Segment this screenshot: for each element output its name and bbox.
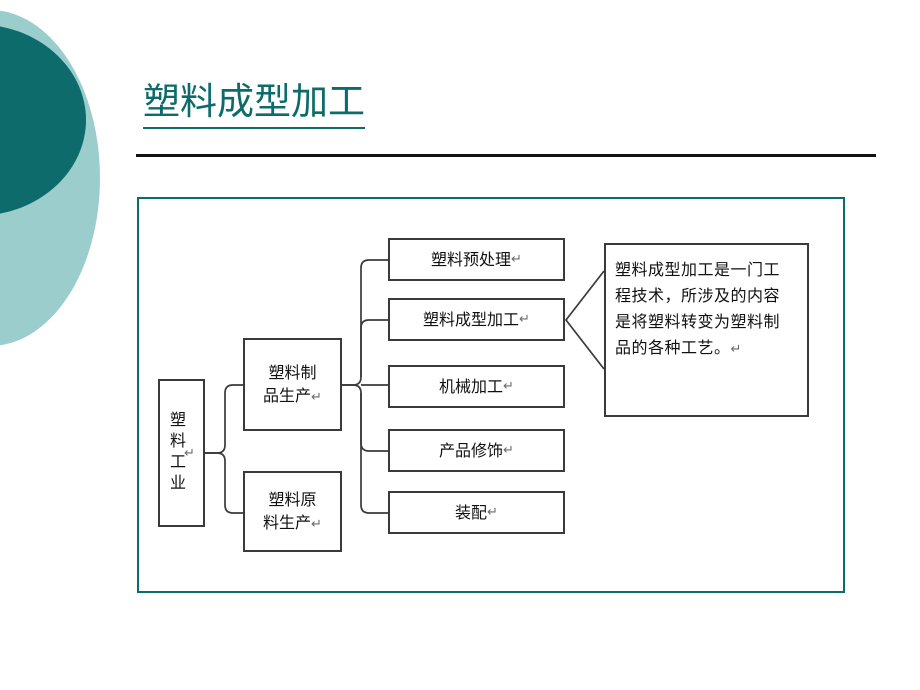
diagram-node-plastic-products[interactable]: 塑料制 品生产↵ [243, 338, 342, 431]
diagram-node-machining[interactable]: 机械加工↵ [388, 365, 565, 408]
pilcrow-mark: ↵ [503, 379, 514, 394]
diagram-callout-text-block: 塑料成型加工是一门工程技术，所涉及的内容是将塑料转变为塑料制品的各种工艺。↵ [606, 251, 804, 363]
pilcrow-mark: ↵ [519, 312, 530, 327]
diagram-node-raw-materials[interactable]: 塑料原 料生产↵ [243, 471, 342, 552]
page-title: 塑料成型加工 [143, 78, 365, 129]
diagram-node-machining-label: 机械加工 [439, 377, 504, 396]
diagram-callout-text: 塑料成型加工是一门工程技术，所涉及的内容是将塑料转变为塑料制品的各种工艺。 [615, 260, 781, 357]
pilcrow-mark: ↵ [511, 252, 522, 267]
diagram-callout-box[interactable] [604, 243, 809, 417]
connector-root-to-materials [205, 452, 243, 514]
callout-pointer [564, 270, 605, 370]
label-line-2: 料生产 [263, 512, 312, 532]
diagram-node-finishing[interactable]: 产品修饰↵ [388, 429, 565, 472]
pilcrow-mark: ↵ [311, 389, 322, 405]
connector-products-to-assembly [342, 384, 388, 514]
light-teal-ellipse [0, 10, 100, 346]
label-line-2: 品生产 [263, 385, 312, 405]
diagram-node-raw-materials-label: 塑料原 料生产↵ [263, 488, 322, 536]
connector-products-to-finishing [360, 393, 388, 452]
connector-root-to-products [205, 384, 243, 454]
diagram-node-assembly[interactable]: 装配↵ [388, 491, 565, 534]
diagram-node-finishing-label: 产品修饰 [439, 441, 504, 460]
label-line-1: 塑料原 [268, 489, 317, 509]
diagram-node-root-label: 塑料工业 [167, 411, 187, 495]
diagram-connectors [205, 259, 616, 514]
connector-products-to-molding [360, 319, 388, 377]
dark-teal-ellipse [0, 26, 86, 214]
diagram-node-molding-label: 塑料成型加工 [423, 310, 520, 329]
connector-products-to-pretreat [342, 259, 388, 386]
title-divider [136, 154, 876, 157]
diagram-node-molding[interactable]: 塑料成型加工↵ [388, 298, 565, 341]
diagram-node-root[interactable]: 塑料工业↵ [158, 379, 205, 527]
diagram-node-pretreatment[interactable]: 塑料预处理↵ [388, 238, 565, 281]
pilcrow-mark: ↵ [311, 516, 322, 532]
pilcrow-mark: ↵ [503, 443, 514, 458]
pilcrow-mark: ↵ [184, 445, 195, 461]
diagram-node-assembly-label: 装配 [455, 503, 488, 522]
page-title-block: 塑料成型加工 [143, 78, 883, 129]
pilcrow-mark: ↵ [730, 342, 742, 357]
diagram-node-plastic-products-label: 塑料制 品生产↵ [263, 361, 322, 409]
diagram-node-pretreatment-label: 塑料预处理 [431, 250, 512, 269]
diagram-frame: 塑料工业↵ 塑料制 品生产↵ 塑料原 料生产↵ 塑料预处理↵ 塑料成型加工↵ 机… [137, 197, 845, 593]
pilcrow-mark: ↵ [487, 505, 498, 520]
label-line-1: 塑料制 [268, 362, 317, 382]
